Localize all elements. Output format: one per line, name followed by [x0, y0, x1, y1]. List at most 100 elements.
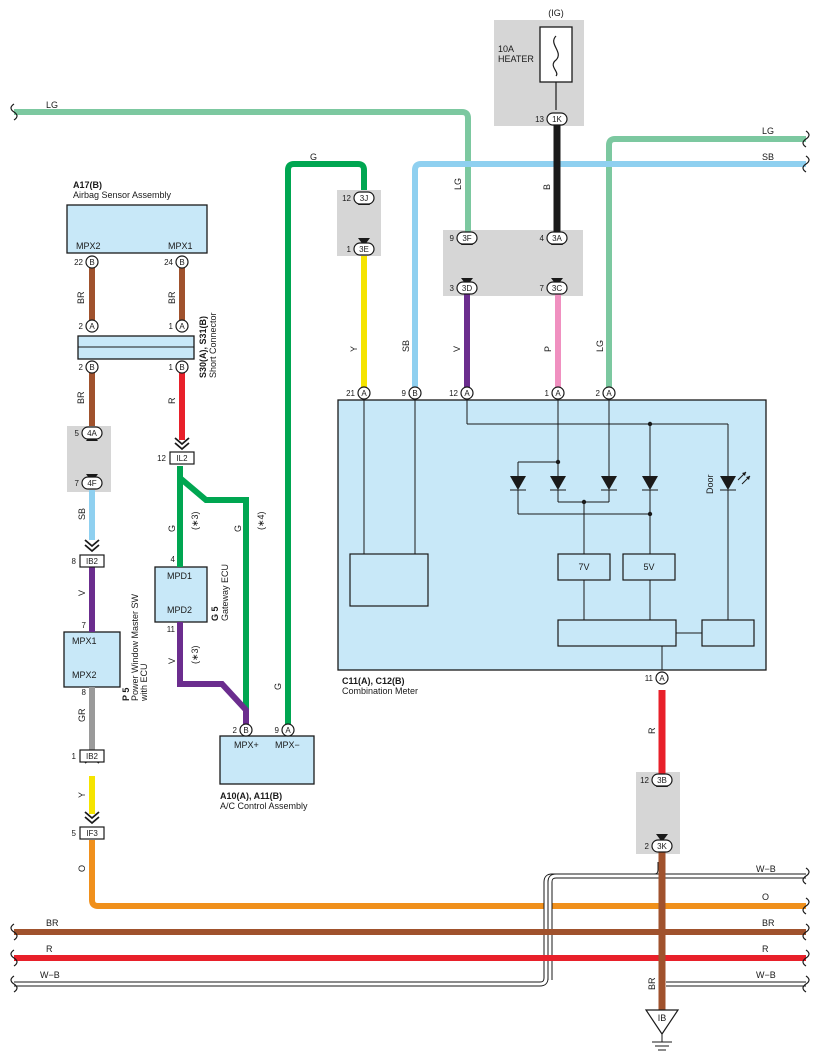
meter-internals — [349, 400, 755, 670]
pw-terminal-mpx1: MPX1 — [72, 636, 97, 646]
terminal-m-9-pin: 9 — [402, 389, 407, 398]
connector-3c: 3C7 — [540, 281, 568, 295]
terminal-m-1-pin: 1 — [545, 389, 550, 398]
wire-g-ac — [178, 475, 249, 730]
meter-name: Combination Meter — [342, 686, 418, 696]
pin-gw-4: 4 — [171, 555, 176, 564]
wire-label-o-bus: O — [762, 892, 769, 902]
terminal-m-21: A21 — [346, 386, 371, 400]
ac-name: A/C Control Assembly — [220, 801, 308, 811]
connector-3d: 3D3 — [450, 281, 478, 295]
wire-o — [89, 840, 806, 909]
connector-3e-label: 3E — [359, 245, 369, 254]
wire-label-p-3c: P — [543, 346, 553, 352]
connector-3k-pin: 2 — [645, 842, 650, 851]
connector-il2-label: IL2 — [176, 454, 188, 463]
connector-3j-pin: 12 — [342, 194, 351, 203]
connector-il2-pin: 12 — [157, 454, 166, 463]
connector-4a-pin: 5 — [75, 429, 80, 438]
wire-label-br1: BR — [76, 291, 86, 304]
connector-3e: 3E 1 — [347, 242, 375, 256]
terminal-s30-2-letter: A — [89, 322, 95, 331]
wire-label-r-meter: R — [647, 727, 657, 734]
terminal-a17-24-pin: 24 — [164, 258, 173, 267]
connector-il2: IL2 12 — [157, 451, 195, 465]
ac-control-box — [219, 735, 315, 785]
wire-label-lg-top: LG — [46, 100, 58, 110]
ac-terminal-mpxm: MPX− — [275, 740, 300, 750]
airbag-code: A17(B) — [73, 180, 102, 190]
note-3-a: (∗3) — [190, 511, 200, 530]
wire-label-br-bus-r: BR — [762, 918, 775, 928]
connector-if3-label: IF3 — [86, 829, 98, 838]
wire-label-y-if3: Y — [77, 792, 87, 798]
ground-symbol — [644, 1009, 680, 1051]
terminal-m-21-pin: 21 — [346, 389, 355, 398]
ground-label: IB — [658, 1013, 667, 1023]
wire-label-br2: BR — [167, 291, 177, 304]
wire-label-sb-right: SB — [762, 152, 774, 162]
pin-pw-8: 8 — [82, 688, 87, 697]
terminal-s30-2-pin: 2 — [79, 322, 84, 331]
terminal-s31-1-letter: B — [179, 363, 184, 372]
terminal-m-2: A2 — [596, 386, 616, 400]
terminal-m-2-letter: A — [606, 389, 612, 398]
terminal-a17-22: B22 — [74, 255, 99, 269]
terminal-ac-9-pin: 9 — [275, 726, 280, 735]
wire-label-o-if3: O — [77, 865, 87, 872]
terminal-ac-9: A9 — [275, 723, 295, 737]
fuse-element — [552, 35, 559, 77]
gateway-ecu-box — [154, 566, 208, 623]
connector-1k-pin: 13 — [535, 115, 544, 124]
connector-4f: 4F7 — [75, 476, 103, 490]
wire-label-r-bus-l: R — [46, 944, 53, 954]
terminal-m-1-letter: A — [555, 389, 561, 398]
terminal-ac-9-letter: A — [285, 726, 291, 735]
connector-3f-label: 3F — [462, 234, 471, 243]
pw-code: P 5 — [121, 688, 131, 701]
wire-label-wb1: W−B — [756, 864, 776, 874]
airbag-terminal-mpx2: MPX2 — [76, 241, 101, 251]
pw-name1: Power Window Master SW — [130, 593, 140, 701]
pin-gw-11: 11 — [167, 625, 176, 634]
airbag-terminal-mpx1: MPX1 — [168, 241, 193, 251]
terminal-a17-22-letter: B — [89, 258, 94, 267]
connector-if3: IF3 5 — [72, 826, 105, 840]
wire-label-gr-pw: GR — [77, 708, 87, 722]
connector-if3-pin: 5 — [72, 829, 77, 838]
connector-3e-pin: 1 — [347, 245, 352, 254]
terminal-m-1: A1 — [545, 386, 565, 400]
connector-3a: 3A4 — [540, 231, 568, 245]
wire-lg-right — [606, 136, 806, 388]
connector-3d-label: 3D — [462, 284, 472, 293]
connector-3a-label: 3A — [552, 234, 562, 243]
wire-wb-1 — [14, 862, 662, 986]
wire-label-v-3d: V — [452, 346, 462, 352]
wire-label-v-pw: V — [77, 590, 87, 596]
wire-label-lg-v2: LG — [595, 340, 605, 352]
wire-label-y-3e: Y — [349, 346, 359, 352]
connector-ib2-a-label: IB2 — [86, 557, 99, 566]
pw-terminal-mpx2: MPX2 — [72, 670, 97, 680]
terminal-m-11-pin: 11 — [645, 674, 654, 683]
connector-3f: 3F9 — [450, 231, 478, 245]
airbag-sensor-box — [66, 204, 208, 254]
connector-4f-pin: 7 — [75, 479, 80, 488]
wire-label-wb-bus-r: W−B — [756, 970, 776, 980]
wire-label-g-top: G — [310, 152, 317, 162]
fuse-amp: 10A — [498, 44, 514, 54]
terminal-a17-24: B24 — [164, 255, 189, 269]
terminal-m-11-letter: A — [659, 674, 665, 683]
power-window-box — [63, 631, 121, 688]
connector-3k-label: 3K — [657, 842, 667, 851]
ac-terminal-mpxp: MPX+ — [234, 740, 259, 750]
fuse-name: HEATER — [498, 54, 534, 64]
terminal-s31-2: B2 — [79, 360, 99, 374]
wire-label-g-ac: G — [233, 525, 243, 532]
wire-label-g-ac2: G — [273, 683, 283, 690]
wire-label-sb-4f: SB — [77, 508, 87, 520]
pw-name2: with ECU — [139, 663, 149, 702]
terminal-ac-2-letter: B — [243, 726, 248, 735]
